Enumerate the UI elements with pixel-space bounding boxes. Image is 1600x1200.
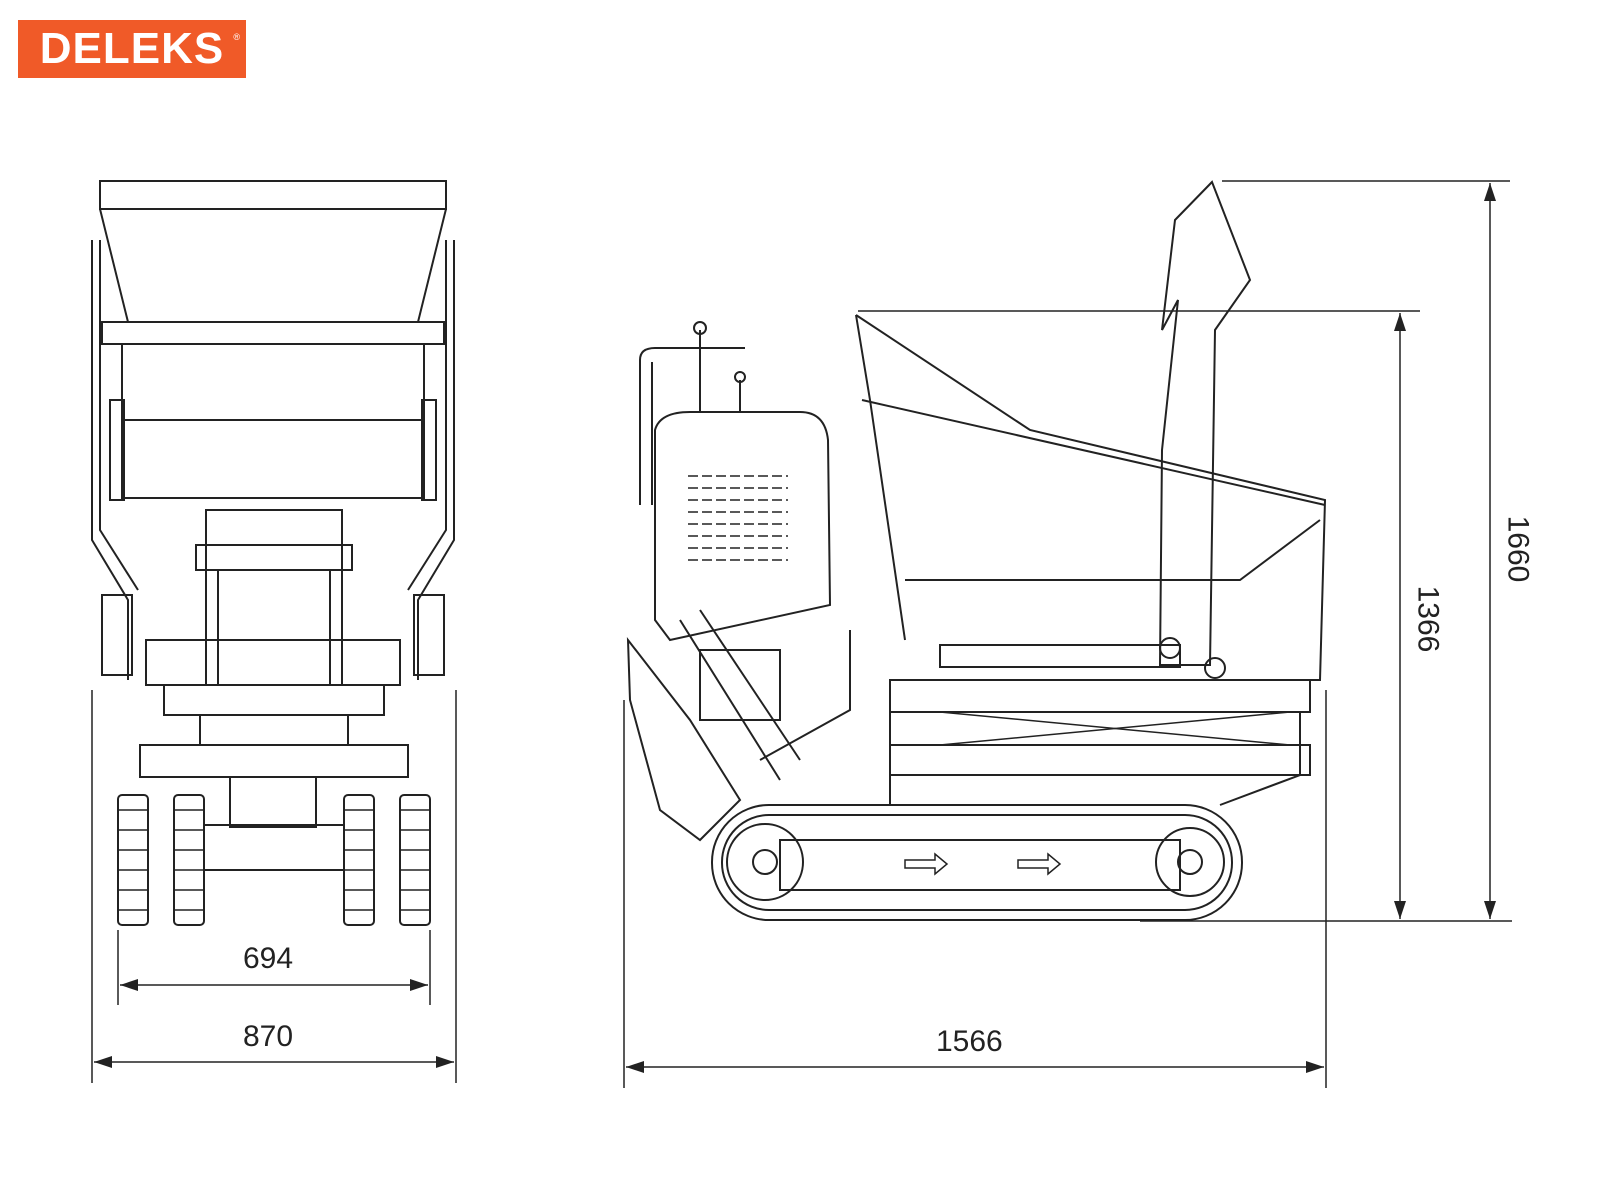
dim-track-width: 694 xyxy=(243,942,294,975)
dim-dump-height: 1366 xyxy=(1411,585,1445,653)
dump-bucket xyxy=(855,314,1327,681)
engine-cover xyxy=(654,411,832,642)
dim-overall-length: 1566 xyxy=(936,1025,1003,1058)
idler-wheel xyxy=(1155,827,1225,897)
drive-sprocket xyxy=(726,823,804,901)
dim-overall-width: 870 xyxy=(243,1020,294,1053)
deleks-logo: DELEKS ® xyxy=(18,20,246,78)
lift-arm xyxy=(1158,180,1252,666)
side-view xyxy=(626,180,1327,921)
front-view xyxy=(91,180,455,926)
registered-mark: ® xyxy=(233,32,240,42)
dim-max-height: 1660 xyxy=(1501,515,1535,583)
dimension-lines xyxy=(91,180,1512,1088)
track xyxy=(711,804,1243,921)
handlebar xyxy=(639,347,745,505)
logo-text: DELEKS xyxy=(39,24,225,73)
